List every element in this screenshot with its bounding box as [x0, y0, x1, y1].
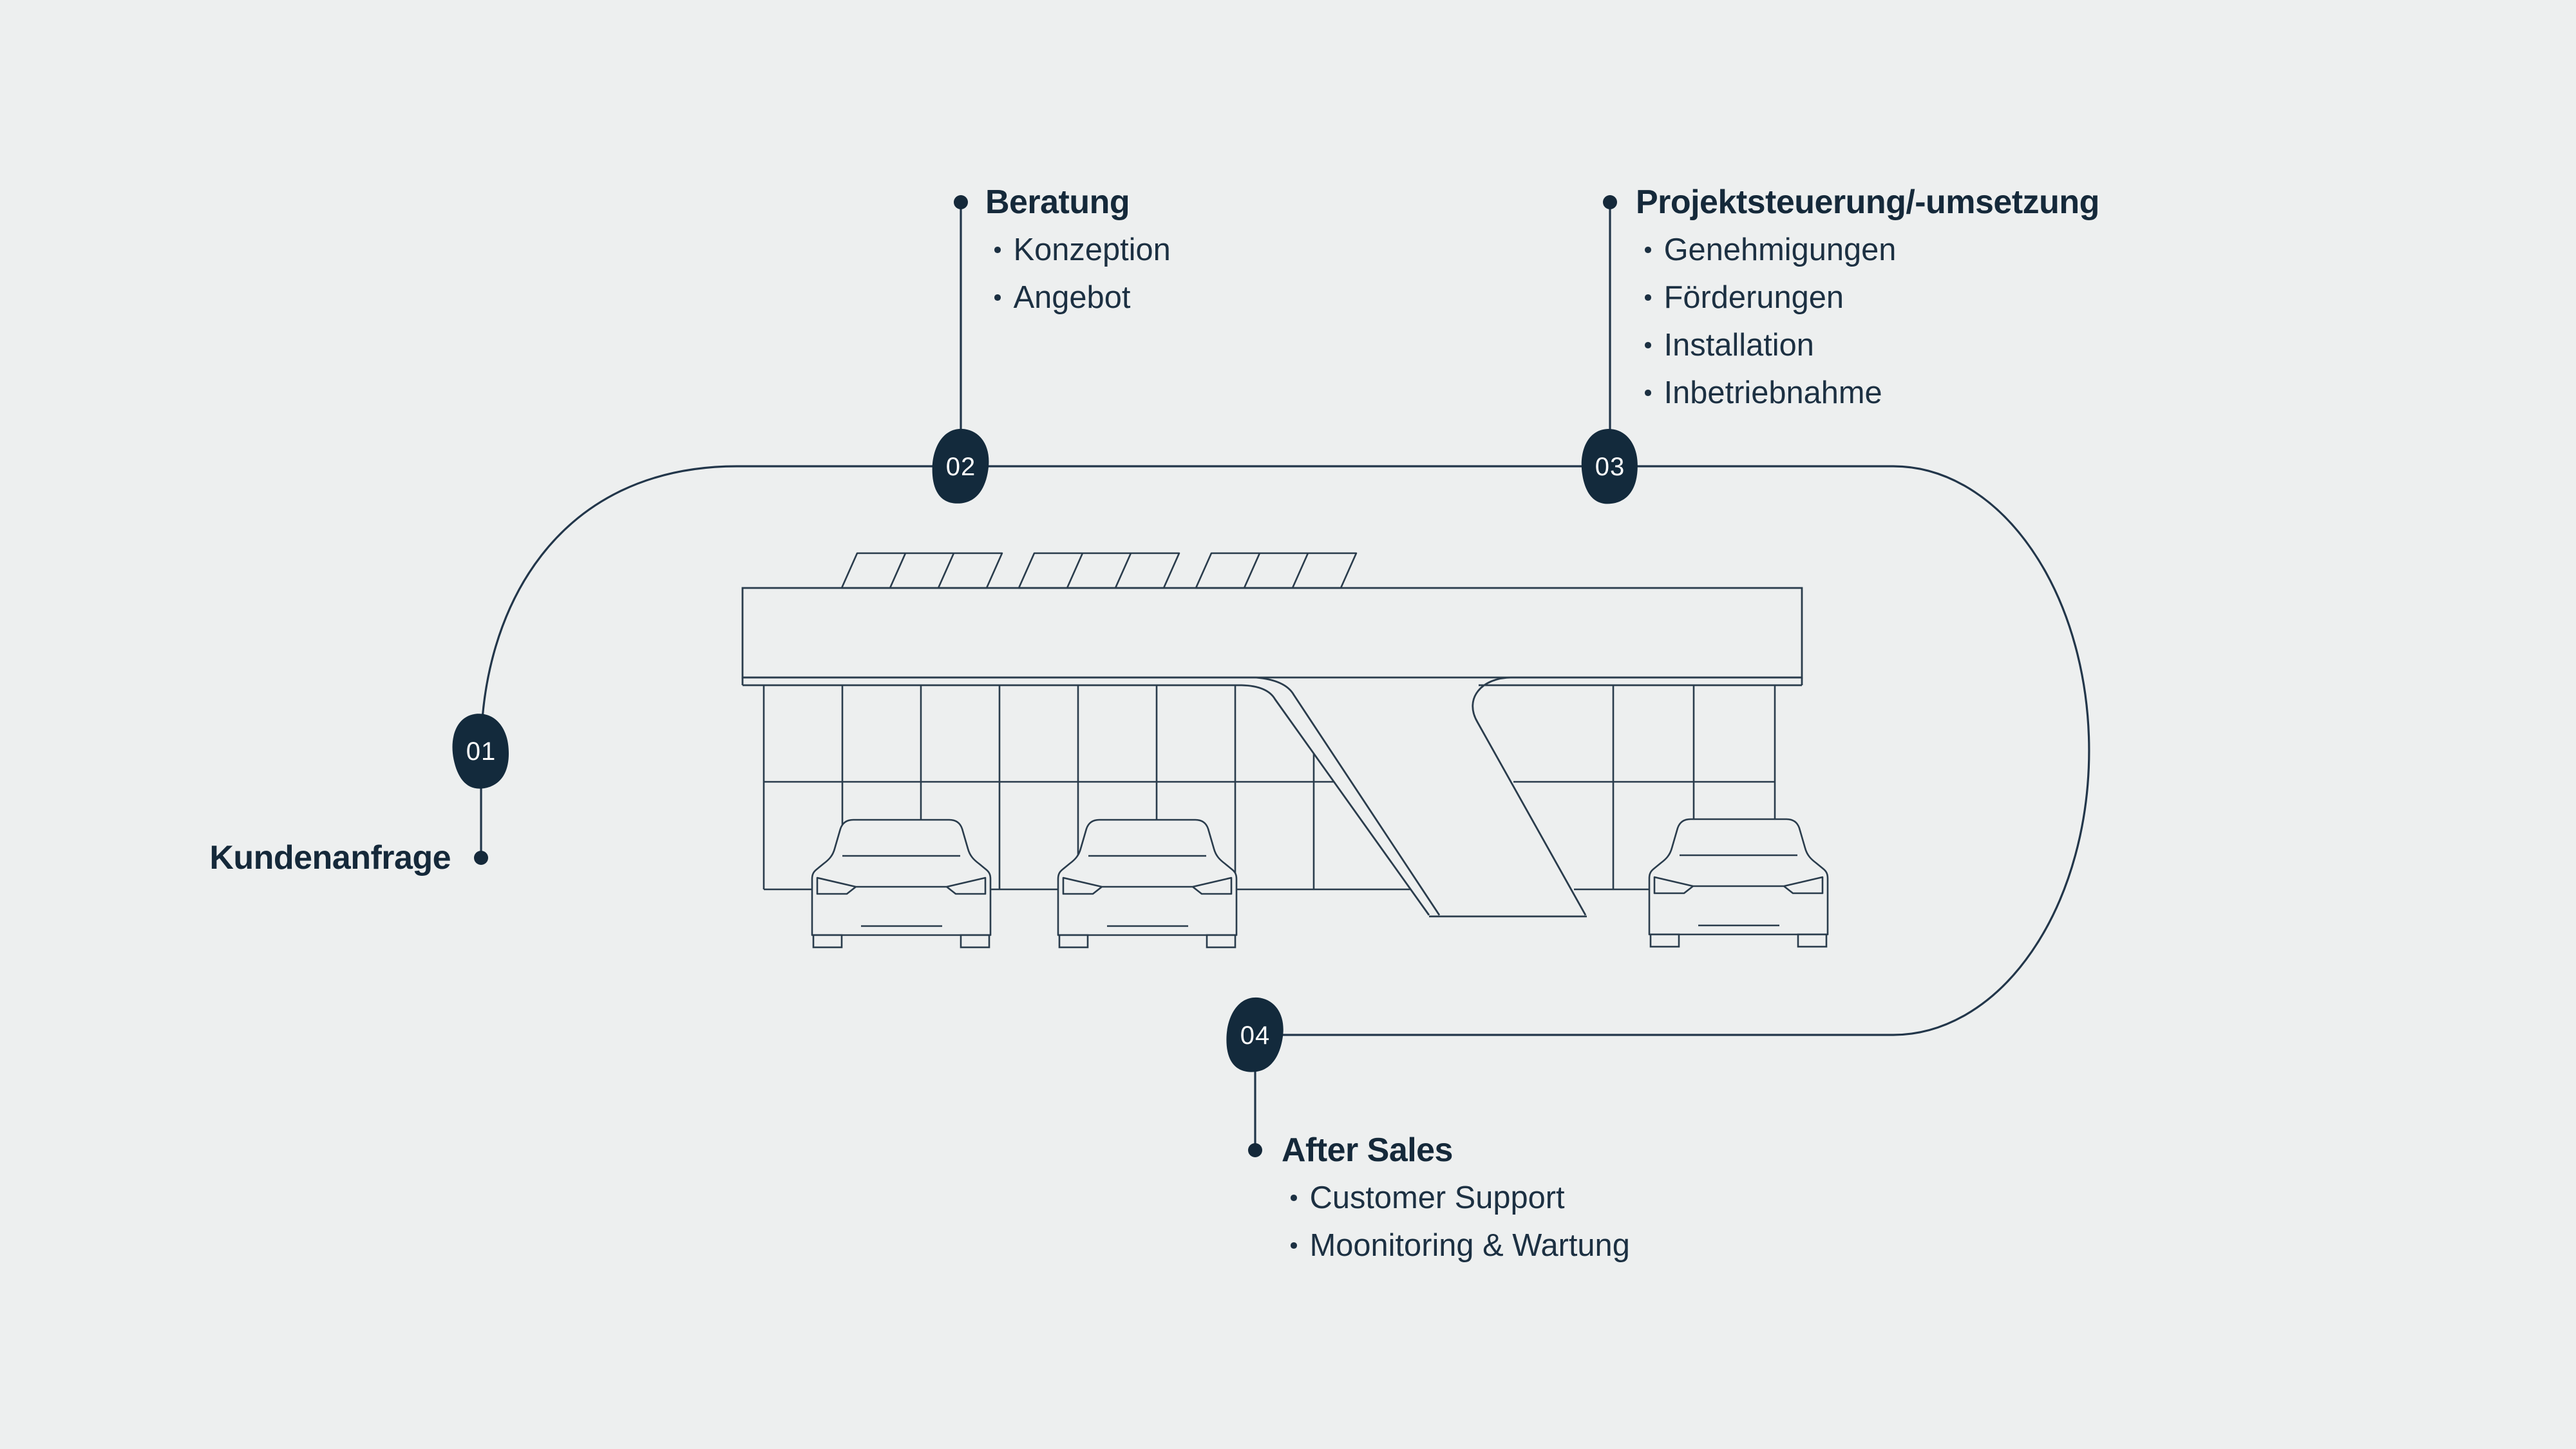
- bullet-dot-icon: [1291, 1195, 1297, 1201]
- car-icon: [1057, 819, 1238, 949]
- step-title-text: Kundenanfrage: [209, 839, 451, 876]
- step-title-beratung: Beratung: [985, 178, 1171, 226]
- list-item-text: Installation: [1663, 327, 1814, 363]
- step-title-kundenanfrage: Kundenanfrage: [209, 834, 451, 882]
- step-label-block-04: After Sales Customer Support Moonitoring…: [1282, 1126, 1630, 1269]
- step-title-projektsteuerung: Projektsteuerung/-umsetzung: [1636, 178, 2099, 226]
- car-icon: [1648, 818, 1829, 948]
- list-item-text: Förderungen: [1663, 279, 1844, 315]
- canopy-band-left-fill: [743, 677, 1256, 685]
- list-item: Angebot: [985, 274, 1171, 321]
- list-item: Installation: [1636, 321, 2099, 369]
- solar-panels: [840, 552, 1358, 589]
- list-item-text: Angebot: [1013, 279, 1131, 315]
- carport-illustration: [741, 552, 1829, 949]
- step-label-block-02: Beratung Konzeption Angebot: [985, 178, 1171, 321]
- list-item: Genehmigungen: [1636, 226, 2099, 274]
- list-item: Customer Support: [1282, 1174, 1630, 1222]
- step-node-02: 02: [929, 426, 991, 506]
- list-item-text: Konzeption: [1013, 232, 1171, 267]
- canopy-band-right-fill: [1478, 677, 1802, 685]
- step-title-text: Beratung: [985, 183, 1130, 221]
- step-number: 01: [466, 737, 497, 766]
- step-number: 02: [946, 453, 976, 481]
- step-node-04: 04: [1222, 994, 1287, 1075]
- bullet-dot-icon: [1645, 247, 1651, 253]
- step-node-01: 01: [448, 710, 514, 792]
- step-title-text: After Sales: [1282, 1131, 1453, 1169]
- step-label-block-03: Projektsteuerung/-umsetzung Genehmigunge…: [1636, 178, 2099, 417]
- solar-panel-group-3: [1195, 552, 1358, 589]
- bullet-dot-icon: [1291, 1242, 1297, 1249]
- list-item-text: Inbetriebnahme: [1663, 375, 1882, 410]
- list-item-text: Customer Support: [1309, 1180, 1565, 1215]
- stem-dot-01: [474, 851, 488, 865]
- flow-loop: [474, 195, 2090, 1157]
- step-title-text: Projektsteuerung/-umsetzung: [1636, 183, 2099, 221]
- solar-panel-group-1: [840, 552, 1003, 589]
- list-item: Moonitoring & Wartung: [1282, 1222, 1630, 1269]
- step-title-after-sales: After Sales: [1282, 1126, 1630, 1174]
- bullet-dot-icon: [994, 294, 1001, 301]
- list-item: Inbetriebnahme: [1636, 369, 2099, 417]
- canopy-band-outline: [741, 676, 1803, 918]
- flow-loop-line: [480, 465, 2090, 1036]
- stem-dot-04: [1248, 1143, 1262, 1157]
- bullet-dot-icon: [1645, 390, 1651, 396]
- step-number: 04: [1240, 1021, 1271, 1050]
- support-column-fill: [1294, 685, 1587, 916]
- list-item-text: Genehmigungen: [1663, 232, 1897, 267]
- list-item: Förderungen: [1636, 274, 2099, 321]
- bullet-dot-icon: [1645, 342, 1651, 348]
- carport-roof: [741, 587, 1803, 679]
- car-icon: [811, 819, 992, 949]
- bullet-dot-icon: [1645, 294, 1651, 301]
- solar-panel-group-2: [1018, 552, 1180, 589]
- step-label-block-01: Kundenanfrage: [209, 834, 451, 882]
- list-item-text: Moonitoring & Wartung: [1309, 1227, 1630, 1263]
- step-node-03: 03: [1578, 427, 1640, 506]
- support-strip-fill: [1243, 685, 1439, 916]
- stem-dot-02: [954, 195, 968, 209]
- bullet-dot-icon: [994, 247, 1001, 253]
- list-item: Konzeption: [985, 226, 1171, 274]
- step-number: 03: [1595, 453, 1625, 481]
- stem-dot-03: [1603, 195, 1617, 209]
